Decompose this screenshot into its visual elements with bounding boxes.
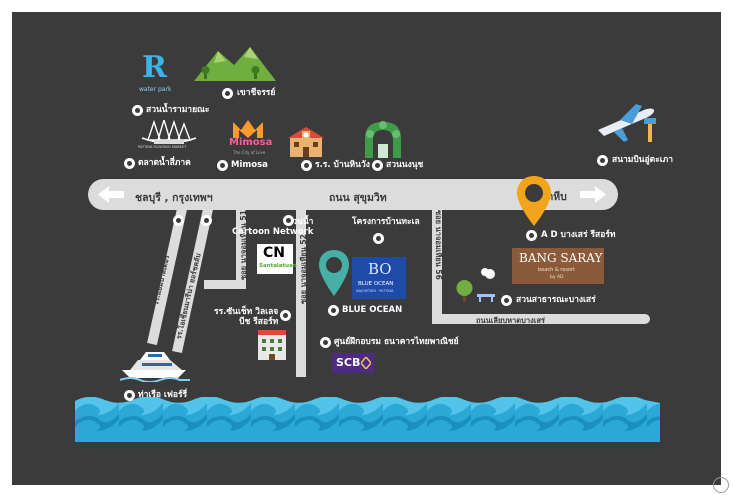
road-soi-51-bend (204, 280, 246, 289)
marker-dot (201, 215, 212, 226)
yacht-icon (120, 352, 190, 382)
arrow-right-icon (580, 186, 606, 203)
place-label-mimosa: Mimosa (231, 160, 268, 170)
mimosa-logo: Mimosa The City of Love (227, 120, 272, 158)
ramayana-logo: R water park (139, 50, 172, 93)
marker-dot (173, 215, 184, 226)
road-soi-51 (236, 207, 246, 283)
bang-saray-logo: BANG SARAY beach & resort by AD (512, 248, 604, 284)
marker-dot (124, 390, 135, 401)
place-label-public-park: สวนสาธารณะบางเสร่ (516, 295, 596, 305)
marker-dot (328, 305, 339, 316)
place-label-nong-nooch: สวนนงนุช (386, 160, 424, 170)
floating-market-logo (141, 120, 197, 144)
sea-waves (75, 397, 660, 442)
mimosa-m-icon (233, 120, 263, 138)
left-destination: ชลบุรี , กรุงเทพฯ (135, 192, 213, 204)
map-canvas: ชลบุรี , กรุงเทพฯ ถนน สุขุมวิท สัตหีบ ซอ… (12, 12, 721, 485)
place-label-ad-resort: A D บางเสร่ รีสอร์ท (541, 230, 616, 240)
place-label-ramayana: สวนน้ำรามายณะ (146, 105, 210, 115)
mountain-icon (194, 47, 276, 81)
place-label-cartoon-network: สวนน้ำ Cartoon Network (232, 217, 314, 237)
location-pin-orange-icon (517, 176, 551, 226)
location-pin-teal-icon (319, 250, 349, 296)
marker-dot (132, 105, 143, 116)
place-label-khao-chi-chan: เขาชีจรรย์ (237, 88, 276, 98)
airplane-icon (598, 104, 656, 142)
marker-dot (320, 337, 331, 348)
place-label-school: ร.ร. บ้านหินวัง (315, 160, 370, 170)
road-name-sukhumvit: ถนน สุขุมวิท (329, 192, 387, 204)
garden-arch-icon (365, 121, 401, 158)
circle-icon (713, 477, 729, 493)
marker-dot (217, 160, 228, 171)
blue-ocean-logo: BO BLUE OCEAN NAJOMTIEN · PATTAYA (352, 257, 406, 299)
marker-dot (526, 230, 537, 241)
place-label-floating-market: ตลาดน้ำสี่ภาค (138, 158, 191, 168)
left-diagonal-roads (147, 207, 213, 354)
marker-dot (222, 88, 233, 99)
road-beach (432, 314, 650, 324)
marker-dot (597, 155, 608, 166)
place-label-ban-takhian: โครงการบ้านทะเล (352, 217, 420, 227)
place-label-airport: สนามบินอู่ตะเภา (612, 155, 674, 165)
arrow-left-icon (98, 186, 124, 203)
marker-dot (372, 160, 383, 171)
park-icon (456, 268, 495, 302)
place-label-scb-training: ศูนย์ฝึกอบรม ธนาคารไทยพาณิชย์ (334, 337, 459, 347)
road-label-soi-52: ซอย นาจอมเทียน 52 (299, 234, 308, 304)
marker-dot (301, 160, 312, 171)
road-soi-56 (432, 207, 442, 319)
place-label-blue-ocean: BLUE OCEAN (342, 305, 403, 315)
road-soi-52 (296, 207, 306, 377)
cartoon-network-logo: CN Santalatuan (257, 244, 297, 274)
road-label-beach: ถนนเลียบหาดบางเสร่ (476, 316, 545, 325)
place-label-sun-shine: รร.ซันเช็ท วิลเลจ บีช รีสอร์ท (214, 307, 279, 327)
marker-dot (280, 310, 291, 321)
place-label-ferry-pier: ท่าเรือ เฟอร์รี่ (138, 390, 188, 400)
marker-dot (124, 158, 135, 169)
floating-market-text: PATTAYA FLOATING MARKET (138, 145, 187, 149)
marker-dot (283, 215, 294, 226)
scb-logo: SCB (332, 353, 374, 373)
marker-dot (373, 233, 384, 244)
road-label-soi-56: ซอย นาจอมเทียน 56 (434, 210, 443, 280)
school-icon (288, 127, 324, 157)
hotel-building-icon (258, 330, 286, 360)
marker-dot (501, 295, 512, 306)
scb-emblem-icon (361, 357, 371, 369)
